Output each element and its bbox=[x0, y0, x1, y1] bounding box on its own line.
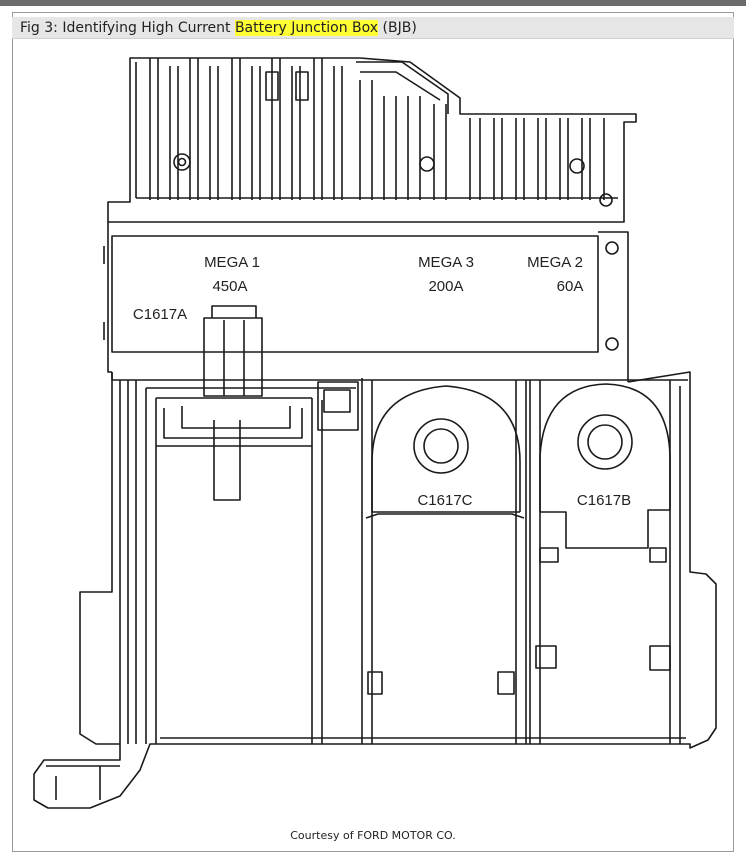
figure-caption: Fig 3: Identifying High Current Battery … bbox=[12, 17, 734, 39]
mega2-name-label: MEGA 2 bbox=[527, 254, 583, 271]
mega1-rating-label: 450A bbox=[212, 278, 247, 295]
mega3-name-label: MEGA 3 bbox=[418, 254, 474, 271]
caption-prefix: Fig 3: Identifying High Current bbox=[20, 20, 235, 36]
caption-highlight[interactable]: Battery Junction Box bbox=[234, 20, 379, 36]
figure-frame bbox=[12, 12, 734, 852]
c1617c-label: C1617C bbox=[417, 492, 472, 509]
lower-housing bbox=[33, 371, 717, 809]
c1617b-label: C1617B bbox=[577, 492, 631, 509]
mega2-rating-label: 60A bbox=[557, 278, 584, 295]
diagram-labels: MEGA 1 450A MEGA 3 200A MEGA 2 60A C1617… bbox=[133, 254, 631, 509]
image-credit: Courtesy of FORD MOTOR CO. bbox=[290, 829, 456, 842]
c1617a-label: C1617A bbox=[133, 306, 187, 323]
window-top-bar bbox=[0, 0, 746, 6]
mega3-rating-label: 200A bbox=[428, 278, 463, 295]
top-fins bbox=[107, 57, 637, 223]
mega1-name-label: MEGA 1 bbox=[204, 254, 260, 271]
mega-fuse-band bbox=[103, 222, 629, 397]
caption-suffix: (BJB) bbox=[378, 20, 417, 36]
